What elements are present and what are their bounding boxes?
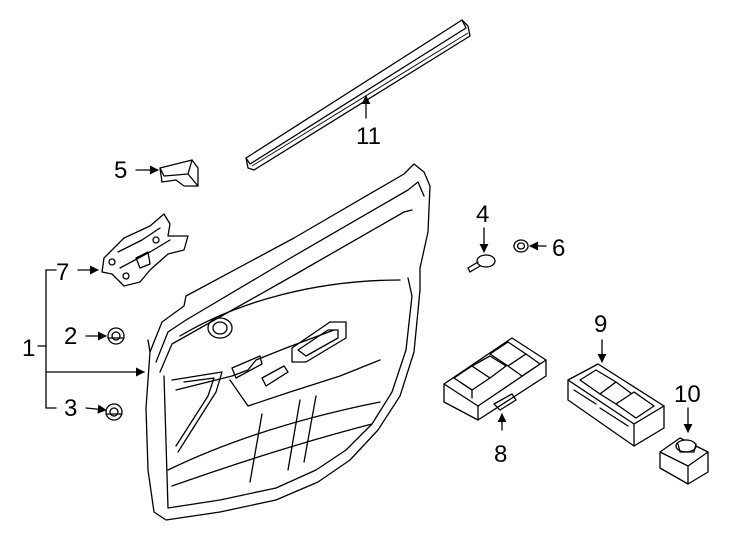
- bracket-part: [159, 159, 199, 187]
- callout-9: 9: [594, 311, 607, 338]
- callout-11: 11: [356, 123, 381, 150]
- inner-handle-part: [101, 213, 189, 287]
- clip-part-2: [107, 327, 125, 345]
- callout-6: 6: [552, 235, 565, 262]
- nut-part: [513, 239, 529, 253]
- callout-5: 5: [114, 157, 127, 184]
- door-trim-panel: [145, 163, 431, 521]
- callout-1: 1: [22, 335, 35, 362]
- callout-8: 8: [494, 441, 507, 468]
- callout-7: 7: [56, 259, 69, 286]
- master-switch-part: [443, 337, 547, 421]
- callout-2: 2: [64, 323, 77, 350]
- clip-part-3: [105, 403, 123, 421]
- callout-10: 10: [674, 381, 701, 408]
- window-switch-part: [567, 363, 665, 447]
- belt-weatherstrip-part: [245, 19, 471, 171]
- leader-lines: [37, 95, 693, 433]
- callout-4: 4: [476, 201, 489, 228]
- callout-3: 3: [64, 395, 77, 422]
- single-switch-part: [659, 437, 709, 485]
- screw-part: [467, 254, 496, 273]
